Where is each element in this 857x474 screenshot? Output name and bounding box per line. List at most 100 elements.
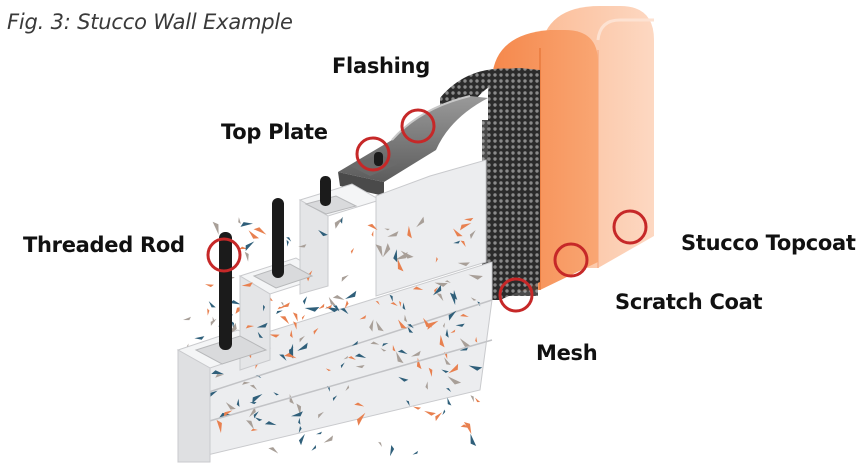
confetti-chip bbox=[242, 381, 251, 385]
confetti-chip bbox=[273, 392, 279, 396]
confetti-chip bbox=[212, 221, 219, 235]
confetti-chip bbox=[369, 319, 374, 332]
confetti-chip bbox=[289, 329, 293, 338]
confetti-chip bbox=[351, 340, 358, 346]
confetti-chip bbox=[436, 293, 444, 302]
confetti-chip bbox=[443, 352, 448, 360]
confetti-chip bbox=[332, 395, 338, 402]
confetti-chip bbox=[215, 374, 225, 378]
confetti-chip bbox=[416, 216, 425, 228]
confetti-chip bbox=[236, 398, 240, 407]
confetti-chip bbox=[470, 297, 477, 301]
label-flashing: Flashing bbox=[332, 54, 430, 78]
confetti-chip bbox=[290, 411, 303, 417]
confetti-chip bbox=[432, 284, 442, 296]
confetti-chip bbox=[341, 274, 349, 282]
confetti-chip bbox=[453, 228, 463, 237]
confetti-chip bbox=[311, 444, 317, 451]
confetti-chip bbox=[254, 417, 263, 422]
confetti-chip bbox=[248, 230, 260, 239]
block-side-1 bbox=[177, 349, 211, 463]
threaded-rod-assembly bbox=[194, 176, 358, 365]
confetti-chip bbox=[279, 354, 287, 361]
confetti-chip bbox=[245, 241, 255, 252]
label-threaded-rod: Threaded Rod bbox=[23, 233, 185, 257]
marker-stucco-topcoat bbox=[612, 209, 648, 245]
confetti-chip bbox=[463, 421, 472, 435]
confetti-chip bbox=[257, 331, 264, 339]
confetti-chip bbox=[249, 407, 256, 418]
confetti-chip bbox=[396, 351, 404, 364]
confetti-chip bbox=[410, 350, 421, 357]
confetti-chip bbox=[367, 223, 378, 231]
confetti-chip bbox=[239, 246, 248, 250]
confetti-chip bbox=[316, 431, 322, 435]
confetti-chip bbox=[387, 231, 399, 237]
confetti-chip bbox=[328, 296, 336, 306]
confetti-chip bbox=[284, 353, 297, 359]
confetti-chip bbox=[223, 410, 233, 417]
confetti-chip bbox=[469, 230, 476, 239]
confetti-chip bbox=[225, 402, 236, 410]
confetti-chip bbox=[371, 230, 374, 237]
confetti-chip bbox=[442, 409, 446, 416]
label-top-plate: Top Plate bbox=[221, 120, 328, 144]
confetti-chip bbox=[318, 411, 324, 419]
confetti-chip bbox=[216, 419, 222, 434]
confetti-chip bbox=[393, 249, 398, 263]
confetti-chip bbox=[340, 362, 345, 369]
confetti-chip bbox=[208, 301, 216, 308]
confetti-chip bbox=[375, 301, 380, 305]
marker-mesh bbox=[498, 277, 534, 313]
confetti-chip bbox=[427, 320, 439, 330]
confetti-chip bbox=[356, 412, 366, 426]
confetti-chip bbox=[435, 412, 443, 422]
confetti-chip bbox=[470, 395, 474, 403]
confetti-chip bbox=[345, 385, 350, 392]
confetti-chip bbox=[375, 320, 384, 332]
confetti-chip bbox=[289, 393, 295, 405]
confetti-chip bbox=[340, 308, 349, 315]
confetti-chip bbox=[240, 222, 254, 227]
confetti-chip bbox=[207, 390, 218, 400]
confetti-chip bbox=[423, 317, 433, 328]
confetti-chip bbox=[412, 406, 422, 410]
confetti-chip bbox=[256, 322, 268, 328]
confetti-chip bbox=[397, 319, 407, 329]
confetti-chip bbox=[444, 280, 451, 283]
confetti-chip bbox=[390, 302, 398, 307]
confetti-chip bbox=[350, 247, 355, 254]
confetti-chip bbox=[389, 445, 395, 457]
confetti-chip bbox=[441, 369, 449, 373]
confetti-chip bbox=[277, 306, 285, 310]
confetti-chip bbox=[455, 323, 465, 327]
confetti-chip bbox=[370, 341, 380, 345]
mortar-joint bbox=[177, 299, 493, 403]
confetti-chip bbox=[400, 250, 414, 259]
confetti-chip bbox=[459, 338, 472, 348]
confetti-chip bbox=[392, 344, 396, 352]
confetti-chip bbox=[325, 368, 331, 372]
marker-flashing bbox=[400, 108, 436, 144]
confetti-chip bbox=[301, 314, 305, 320]
confetti-chip bbox=[246, 420, 255, 430]
confetti-chip bbox=[249, 384, 258, 390]
confetti-chip bbox=[241, 282, 253, 287]
confetti-chip bbox=[375, 244, 383, 258]
confetti-chip bbox=[194, 336, 205, 340]
confetti-chip bbox=[449, 292, 456, 306]
confetti-chip bbox=[434, 286, 438, 293]
confetti-chip bbox=[298, 417, 301, 425]
confetti-chip bbox=[293, 321, 297, 330]
confetti-chip bbox=[304, 307, 320, 312]
confetti-chip bbox=[446, 388, 452, 393]
confetti-chip bbox=[244, 251, 249, 262]
confetti-chip bbox=[448, 310, 457, 321]
confetti-chip bbox=[298, 426, 302, 434]
confetti-chip bbox=[212, 316, 215, 322]
confetti-chip bbox=[447, 397, 452, 406]
confetti-chip bbox=[477, 301, 481, 307]
confetti-chip bbox=[262, 304, 265, 312]
label-stucco-topcoat: Stucco Topcoat bbox=[681, 231, 856, 255]
confetti-chip bbox=[286, 239, 289, 247]
